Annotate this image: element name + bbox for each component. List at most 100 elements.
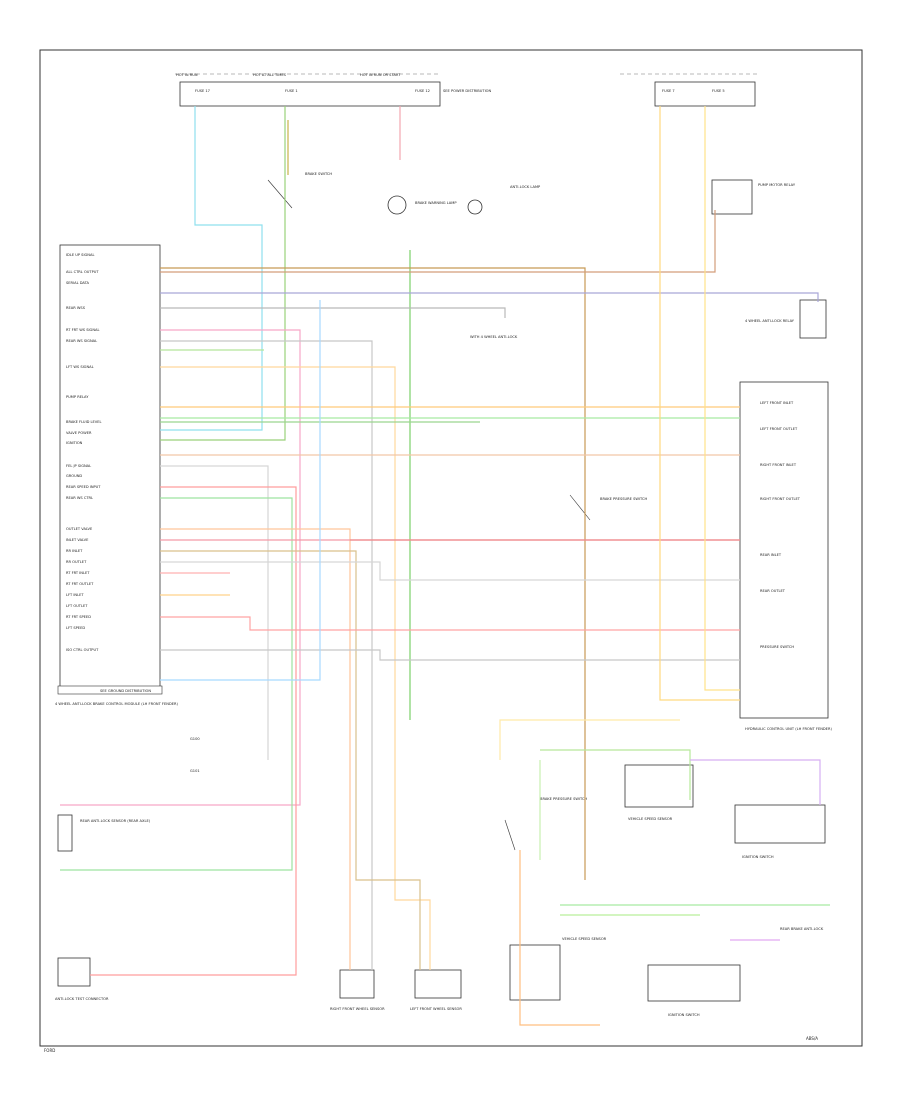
diagram-frame xyxy=(39,49,863,1047)
test-connector: ANTI-LOCK TEST CONNECTOR xyxy=(55,957,109,1001)
ground-points-left: G100 G101 xyxy=(190,737,200,773)
fuse-12-label: FUSE 12 xyxy=(415,89,430,93)
solenoid-label: REAR INLET xyxy=(760,553,782,557)
wire xyxy=(160,300,321,681)
wire xyxy=(60,329,301,806)
module-pin-label: REAR WS SIGNAL xyxy=(66,339,97,343)
power-dist-note: SEE POWER DISTRIBUTION xyxy=(443,89,491,93)
abs-relay: 4 WHEEL ANTI-LOCK RELAY xyxy=(745,299,827,339)
note-rear-abs: REAR BRAKE ANTI-LOCK xyxy=(780,927,824,931)
pump-motor-relay: PUMP MOTOR RELAY xyxy=(711,179,796,215)
module-pin-label: REAR WS CTRL xyxy=(66,496,93,500)
wire xyxy=(160,307,506,318)
brake-switch: BRAKE SWITCH xyxy=(267,172,332,209)
module-pin-label: PUMP RELAY xyxy=(66,395,89,399)
pump-motor-label: PUMP MOTOR RELAY xyxy=(758,183,796,187)
module-pin-label: IGNITION xyxy=(66,441,83,445)
wire xyxy=(160,106,286,441)
fuse-17-label: FUSE 17 xyxy=(195,89,210,93)
rear-speed-sensor-left: REAR ANTI-LOCK SENSOR (REAR AXLE) xyxy=(57,814,151,852)
ign-switch-label-2: IGNITION SWITCH xyxy=(668,1013,700,1017)
wire xyxy=(60,497,293,871)
module-pin-label: LFT SPEED xyxy=(66,626,85,630)
wire xyxy=(160,616,740,631)
module-pin-label: REAR WSS xyxy=(66,306,86,310)
ignition-switch-2: IGNITION SWITCH xyxy=(647,964,741,1017)
module-pin-label: INLET VALVE xyxy=(66,538,89,542)
abs-warning-lamp: ANTI-LOCK LAMP xyxy=(467,185,541,215)
test-connector-label: ANTI-LOCK TEST CONNECTOR xyxy=(55,997,109,1001)
module-pin-label: OUTLET VALVE xyxy=(66,527,93,531)
figure-code-right: ABS/A xyxy=(806,1036,818,1041)
module-pin-label: RR OUTLET xyxy=(66,560,87,564)
module-label: 4 WHEEL ANTI-LOCK BRAKE CONTROL MODULE (… xyxy=(55,702,178,706)
brake-pressure-switch-mid: BRAKE PRESSURE SWITCH xyxy=(569,494,647,521)
solenoid-label: REAR OUTLET xyxy=(760,589,786,593)
wire xyxy=(540,749,691,800)
fuse-5-label: FUSE 5 xyxy=(712,89,725,93)
hydraulic-unit-label: HYDRAULIC CONTROL UNIT (LH FRONT FENDER) xyxy=(745,727,832,731)
label-hot-in-run: HOT IN RUN xyxy=(176,73,198,77)
module-pin-label: ISO CTRL OUTPUT xyxy=(66,648,99,652)
module-pin-label: LFT WS SIGNAL xyxy=(66,365,94,369)
rear-abs-note: REAR BRAKE ANTI-LOCK xyxy=(780,927,824,931)
wire-harness xyxy=(60,106,830,1026)
wire xyxy=(160,465,269,760)
ground-g100: G100 xyxy=(190,737,200,741)
solenoid-label: LEFT FRONT OUTLET xyxy=(760,427,798,431)
module-pin-label: RT FRT WS SIGNAL xyxy=(66,328,99,332)
module-pin-label: LFT INLET xyxy=(66,593,84,597)
module-pin-label: RR INLET xyxy=(66,549,83,553)
wire xyxy=(160,366,431,970)
vss-label-2: VEHICLE SPEED SENSOR xyxy=(562,937,607,941)
brake-switch-label: BRAKE SWITCH xyxy=(305,172,332,176)
module-pin-label: IDLE UP SIGNAL xyxy=(66,253,94,257)
speed-sensor-2: VEHICLE SPEED SENSOR xyxy=(509,937,607,1001)
vss-label-1: VEHICLE SPEED SENSOR xyxy=(628,817,673,821)
module-pin-label: BRAKE FLUID LEVEL xyxy=(66,420,102,424)
ignition-switch-1: IGNITION SWITCH xyxy=(734,804,826,859)
wire xyxy=(704,106,740,691)
wire xyxy=(160,267,586,880)
solenoid-label: PRESSURE SWITCH xyxy=(760,645,794,649)
wire xyxy=(160,106,263,431)
module-pin-label: RT FRT OUTLET xyxy=(66,582,94,586)
left-front-wheel-sensor: LEFT FRONT WHEEL SENSOR xyxy=(410,969,462,1011)
module-pin-label: REAR SPEED INPUT xyxy=(66,485,101,489)
wire xyxy=(160,550,421,970)
module-pin-labels: IDLE UP SIGNAL ALL CTRL OUTPUT SERIAL DATA… xyxy=(66,253,102,652)
solenoid-label: RIGHT FRONT OUTLET xyxy=(760,497,801,501)
wire xyxy=(659,106,740,701)
figure-code-left: FORD xyxy=(44,1048,55,1053)
label-hot-at-all-times: HOT AT ALL TIMES xyxy=(253,73,287,77)
note-with-abs: WITH 4 WHEEL ANTI-LOCK xyxy=(470,335,518,339)
wire xyxy=(90,486,297,976)
mid-note: WITH 4 WHEEL ANTI-LOCK xyxy=(470,335,518,339)
wire xyxy=(519,850,600,1026)
solenoid-label: RIGHT FRONT INLET xyxy=(760,463,797,467)
rear-sensor-label: REAR ANTI-LOCK SENSOR (REAR AXLE) xyxy=(80,819,151,823)
ign-switch-label-1: IGNITION SWITCH xyxy=(742,855,774,859)
wire xyxy=(160,528,351,970)
vehicle-speed-sensor-1: VEHICLE SPEED SENSOR xyxy=(624,764,694,821)
wire xyxy=(160,340,373,970)
abs-relay-label: 4 WHEEL ANTI-LOCK RELAY xyxy=(745,319,795,323)
abs-control-module: SEE GROUND DISTRIBUTION 4 WHEEL ANTI-LOC… xyxy=(55,244,178,706)
lf-sensor-label: LEFT FRONT WHEEL SENSOR xyxy=(410,1007,462,1011)
fuse-panel-left: HOT IN RUN HOT AT ALL TIMES HOT IN RUN O… xyxy=(175,73,491,107)
module-pin-label: SERIAL DATA xyxy=(66,281,90,285)
wire xyxy=(160,649,740,661)
module-pin-label: ALL CTRL OUTPUT xyxy=(66,270,99,274)
brake-lamp-label: BRAKE WARNING LAMP xyxy=(415,201,457,205)
brake-pressure-switch-2: BRAKE PRESSURE SWITCH xyxy=(504,797,587,851)
fuse-1-label: FUSE 1 xyxy=(285,89,298,93)
wire xyxy=(160,210,716,273)
wire xyxy=(160,292,819,302)
module-pin-label: LFT OUTLET xyxy=(66,604,88,608)
wire xyxy=(690,759,821,805)
brake-pressure-switch-label-2: BRAKE PRESSURE SWITCH xyxy=(540,797,587,801)
rf-sensor-label: RIGHT FRONT WHEEL SENSOR xyxy=(330,1007,385,1011)
